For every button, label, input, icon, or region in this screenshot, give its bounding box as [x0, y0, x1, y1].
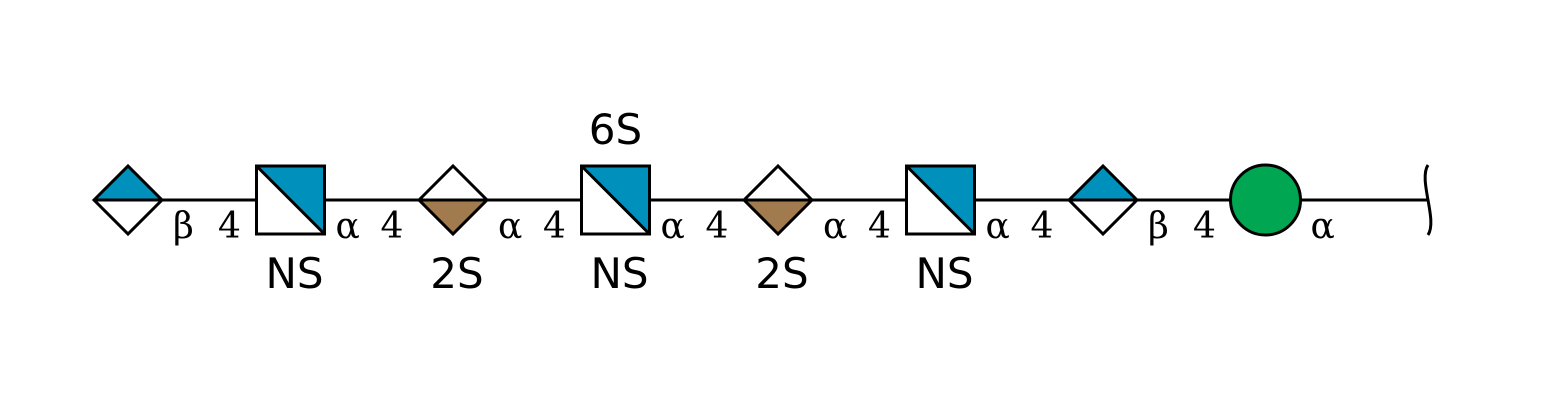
residue-circle-8	[1229, 163, 1302, 237]
linkage-anomer-6: α	[986, 206, 1010, 247]
substituent-label-below-3: 2S	[430, 249, 483, 298]
square-outline	[255, 164, 326, 236]
substituent-label-below-6: NS	[915, 249, 973, 298]
diamond-bottom-half	[1069, 200, 1137, 234]
diamond-bottom-half	[94, 200, 162, 234]
circle-shape	[1229, 163, 1302, 237]
residue-diamond-5	[741, 163, 815, 237]
square-outline	[580, 164, 651, 236]
linkage-position-1: 4	[218, 206, 241, 247]
linkage-position-5: 4	[868, 206, 891, 247]
linkage-position-4: 4	[706, 206, 729, 247]
linkage-position-6: 4	[1031, 206, 1054, 247]
residue-diamond-3	[416, 163, 490, 237]
residue-diamond-7	[1066, 163, 1140, 237]
linkage-anomer-4: α	[661, 206, 685, 247]
linkage-position-2: 4	[381, 206, 404, 247]
square-outline	[905, 164, 976, 236]
substituent-label-below-5: 2S	[755, 249, 808, 298]
diamond-top-half	[419, 166, 487, 200]
linkage-anomer-8: α	[1311, 206, 1335, 247]
linkage-anomer-7: β	[1148, 206, 1169, 247]
residue-square-4	[580, 164, 651, 236]
substituent-label-below-2: NS	[265, 249, 323, 298]
linkage-anomer-3: α	[498, 206, 522, 247]
diamond-bottom-half	[744, 200, 812, 234]
diamond-top-half	[94, 166, 162, 200]
diamond-top-half	[1069, 166, 1137, 200]
linkage-anomer-2: α	[336, 206, 360, 247]
residue-square-2	[255, 164, 326, 236]
square-divider	[905, 164, 976, 236]
linkage-anomer-5: α	[823, 206, 847, 247]
residue-diamond-1	[91, 163, 165, 237]
square-divider	[580, 164, 651, 236]
substituent-label-above-4: 6S	[589, 105, 642, 154]
substituent-label-below-4: NS	[590, 249, 648, 298]
linkage-position-7: 4	[1193, 206, 1216, 247]
reducing-end-bracket	[1423, 164, 1433, 236]
residue-square-6	[905, 164, 976, 236]
diamond-top-half	[744, 166, 812, 200]
linkage-position-3: 4	[543, 206, 566, 247]
square-divider	[255, 164, 326, 236]
linkage-anomer-1: β	[173, 206, 194, 247]
diamond-bottom-half	[419, 200, 487, 234]
monosaccharide-residues	[91, 163, 1302, 237]
